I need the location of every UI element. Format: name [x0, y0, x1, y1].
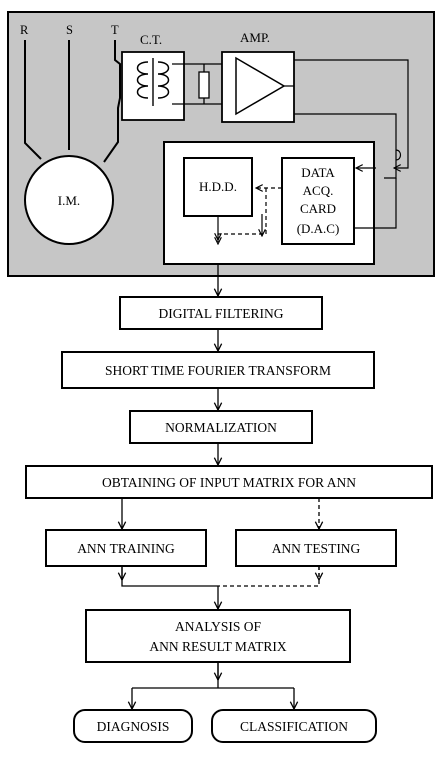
dac-box: [281, 157, 355, 245]
training-merge-line: [121, 566, 218, 587]
supply-line-t: [103, 40, 121, 163]
phase-label-r: R: [20, 23, 29, 37]
hdd-label: H.D.D.: [199, 179, 237, 194]
hdd-box: [183, 157, 253, 217]
ann-testing-box: [235, 529, 397, 567]
dac-label-line4: (D.A.C): [297, 221, 340, 236]
testing-merge-line: [218, 566, 320, 587]
analysis-label-line2: ANN RESULT MATRIX: [149, 639, 287, 654]
phase-label-t: T: [111, 23, 119, 37]
dac-label-line1: DATA: [301, 165, 335, 180]
burden-resistor-icon: [198, 71, 210, 99]
ct-secondary-coil-icon: [157, 61, 170, 99]
stft-box: [61, 351, 375, 389]
analysis-label-line1: ANALYSIS OF: [175, 619, 262, 634]
analysis-box: [85, 609, 351, 663]
motor-label: I.M.: [58, 193, 80, 208]
ann-training-label: ANN TRAINING: [77, 541, 175, 556]
ann-training-box: [45, 529, 207, 567]
dac-label-line2: ACQ.: [303, 183, 334, 198]
amp-output-curve: [395, 149, 402, 161]
supply-line-r: [24, 40, 42, 160]
ct-label: C.T.: [140, 32, 162, 47]
digital-filtering-box: [119, 296, 323, 330]
input-matrix-label: OBTAINING OF INPUT MATRIX FOR ANN: [102, 475, 356, 490]
diagnosis-box: [73, 709, 193, 743]
classification-box: [211, 709, 377, 743]
amplifier-symbol-icon: [235, 56, 286, 116]
induction-motor: [24, 155, 114, 245]
amp-label: AMP.: [240, 30, 270, 45]
input-matrix-box: [25, 465, 433, 499]
digital-filtering-label: DIGITAL FILTERING: [158, 306, 283, 321]
phase-label-s: S: [66, 23, 73, 37]
dac-label-line3: CARD: [300, 201, 336, 216]
stft-label: SHORT TIME FOURIER TRANSFORM: [105, 363, 331, 378]
ann-testing-label: ANN TESTING: [272, 541, 361, 556]
normalization-box: [129, 410, 313, 444]
diagnosis-label: DIAGNOSIS: [97, 719, 170, 734]
dac-return-wire: [354, 178, 397, 229]
arrow-analysis-split: [132, 662, 294, 689]
ct-primary-coil-icon: [136, 61, 149, 99]
amp-output-wire-2: [294, 113, 397, 179]
amp-output-wire-1: [284, 59, 409, 168]
classification-label: CLASSIFICATION: [240, 719, 348, 734]
normalization-label: NORMALIZATION: [165, 420, 277, 435]
